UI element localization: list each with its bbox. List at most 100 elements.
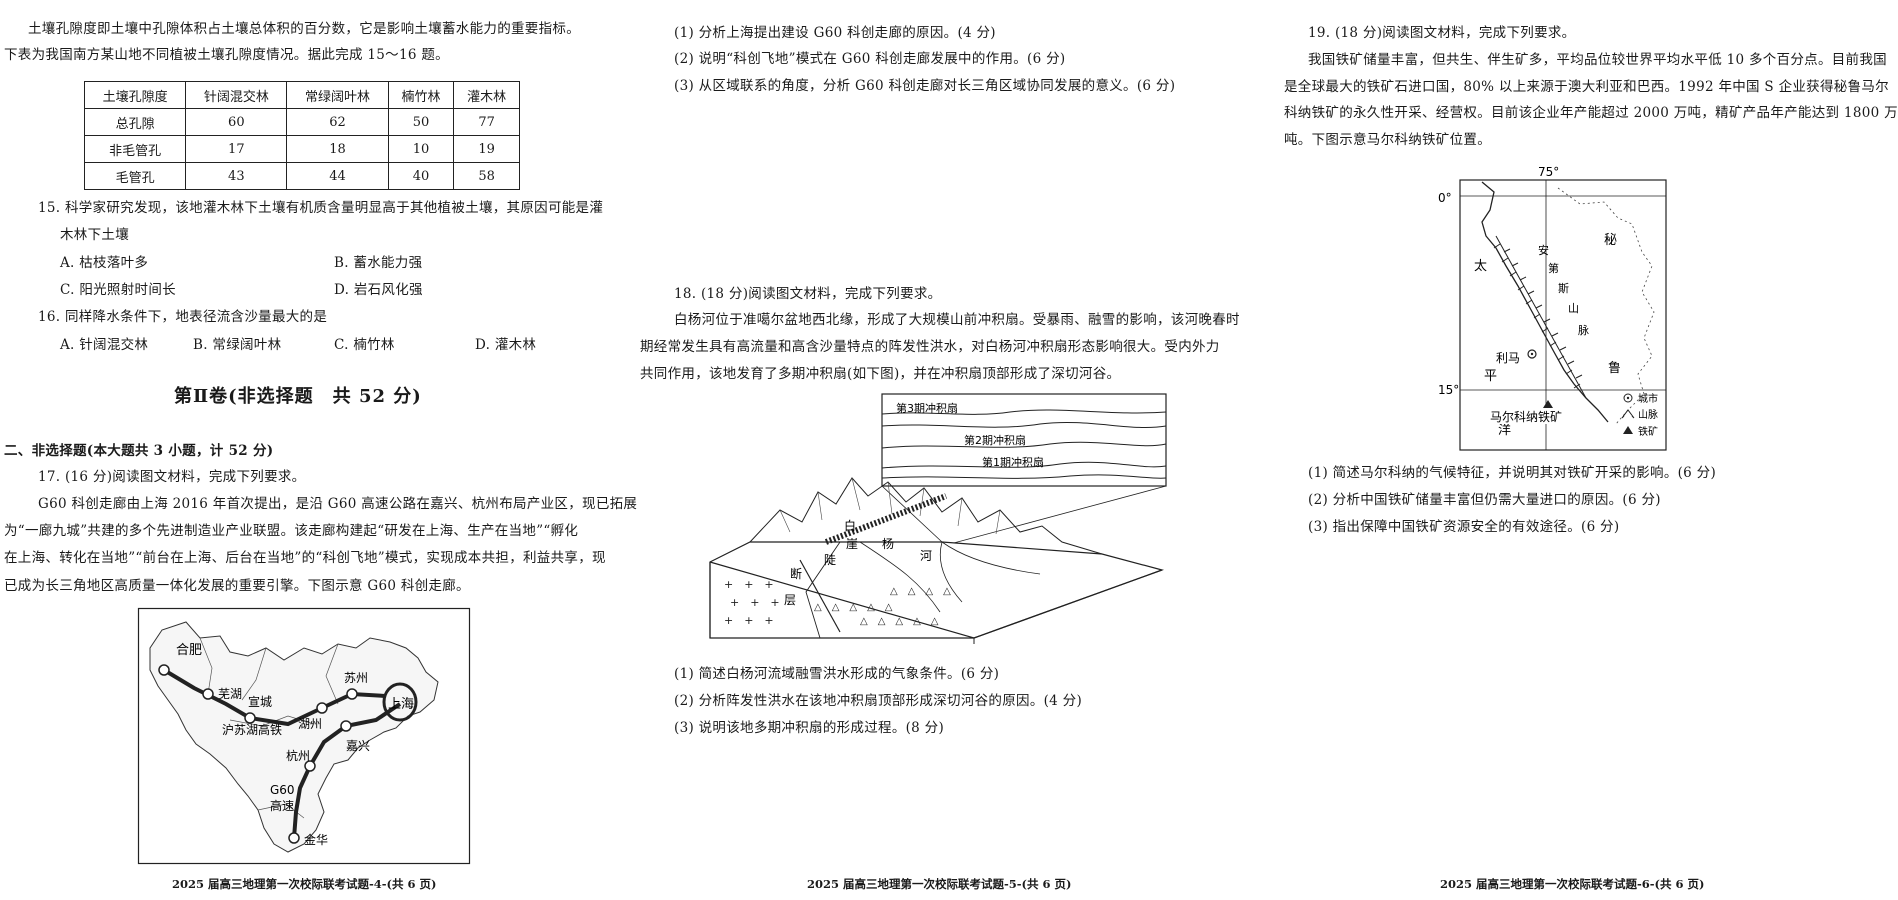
coastline — [1481, 181, 1609, 423]
q15-stem-2: 木林下土壤 — [60, 227, 129, 243]
table-cell: 60 — [185, 108, 288, 136]
table-cell: 17 — [185, 135, 288, 163]
q19-sub-2: (2) 分析中国铁矿储量丰富但仍需大量进口的原因。(6 分) — [1308, 492, 1661, 508]
table-cell: 18 — [286, 135, 389, 163]
q15-option-d: D. 岩石风化强 — [334, 282, 423, 298]
country-char: 鲁 — [1608, 361, 1621, 376]
q19-title: 19. (18 分)阅读图文材料，完成下列要求。 — [1308, 25, 1576, 41]
city-label: 宣城 — [248, 694, 272, 709]
q19-line-1: 我国铁矿储量丰富，但共生、伴生矿多，平均品位较世界平均水平低 10 多个百分点。… — [1308, 52, 1887, 68]
bai-label: 白 — [844, 518, 856, 533]
table-cell: 77 — [453, 108, 520, 136]
table-header-cell: 灌木林 — [453, 81, 520, 109]
ocean-char: 平 — [1484, 369, 1497, 384]
table-row: 非毛管孔 17 18 10 19 — [83, 135, 520, 163]
table-cell: 44 — [286, 162, 389, 190]
city-label: 金华 — [304, 832, 328, 847]
fan-3-label: 第3期冲积扇 — [896, 401, 958, 415]
q16-option-c: C. 楠竹林 — [334, 337, 395, 353]
andes-char: 脉 — [1578, 323, 1589, 337]
yang-label: 杨 — [882, 536, 894, 551]
peru-location-map: 75° 0° 15° 安 第 斯 山 脉 太 平 洋 秘 鲁 利马 马尔科纳铁矿… — [1438, 165, 1667, 451]
legend-mine: 铁矿 — [1638, 425, 1658, 438]
ocean-char: 太 — [1474, 259, 1487, 274]
q18-sub-2: (2) 分析阵发性洪水在该地冲积扇顶部形成深切河谷的原因。(4 分) — [674, 693, 1083, 709]
andes-char: 斯 — [1558, 282, 1569, 295]
table-header-cell: 针阔混交林 — [185, 81, 288, 109]
q16-option-a: A. 针阔混交林 — [60, 337, 149, 353]
page-6: 19. (18 分)阅读图文材料，完成下列要求。 我国铁矿储量丰富，但共生、伴生… — [1280, 0, 1898, 900]
table-cell: 50 — [387, 108, 455, 136]
iron-mine-icon — [1623, 426, 1633, 434]
q15-option-b: B. 蓄水能力强 — [334, 255, 423, 271]
section-title: 第Ⅱ卷(非选择题 共 52 分) — [174, 386, 422, 407]
table-row: 毛管孔 43 44 40 58 — [83, 162, 520, 190]
he-label: 河 — [920, 549, 932, 563]
lima-label: 利马 — [1496, 351, 1520, 365]
q17-line-2: 为“一廊九城”共建的多个先进制造业产业联盟。该走廊构建起“研发在上海、生产在当地… — [4, 523, 579, 539]
longitude-label: 75° — [1538, 165, 1559, 179]
table-cell: 43 — [185, 162, 288, 190]
table-row: 总孔隙 60 62 50 77 — [83, 108, 520, 136]
table-cell: 58 — [453, 162, 520, 190]
fan-2-label: 第2期冲积扇 — [964, 433, 1026, 447]
table-cell: 19 — [453, 135, 520, 163]
latitude-0-label: 0° — [1438, 191, 1452, 205]
gravel-pattern: △ △ △ △ △ △ △ △ △ △ △ △ △ △ — [814, 586, 951, 627]
q15-stem-1: 15. 科学家研究发现，该地灌木林下土壤有机质含量明显高于其他植被土壤，其原因可… — [38, 200, 604, 216]
page-footer: 2025 届高三地理第一次校际联考试题-4-(共 6 页) — [172, 877, 437, 891]
q17-line-3: 在上海、转化在当地”“前台在上海、后台在当地”的“科创飞地”模式，实现成本共担，… — [4, 550, 606, 566]
cross-section-inset — [881, 393, 1167, 487]
highway-label: G60 — [270, 783, 295, 797]
table-cell: 非毛管孔 — [83, 135, 187, 163]
legend-city: 城市 — [1638, 392, 1658, 405]
q18-line-2: 期经常发生具有高流量和高含沙量特点的阵发性洪水，对白杨河冲积扇形态影响很大。受内… — [640, 339, 1220, 355]
table-cell: 10 — [387, 135, 455, 163]
andes-char: 山 — [1568, 302, 1579, 315]
table-header-cell: 土壤孔隙度 — [83, 81, 187, 109]
q17-sub-1: (1) 分析上海提出建设 G60 科创走廊的原因。(4 分) — [674, 25, 996, 41]
city-label: 合肥 — [176, 643, 202, 658]
ceng-label: 层 — [784, 593, 796, 607]
andes-char: 第 — [1548, 261, 1559, 275]
intro-line-2: 下表为我国南方某山地不同植被土壤孔隙度情况。据此完成 15～16 题。 — [4, 47, 449, 63]
q18-line-1: 白杨河位于准噶尔盆地西北缘，形成了大规模山前冲积扇。受暴雨、融雪的影响，该河晚春… — [674, 312, 1240, 328]
table-cell: 毛管孔 — [83, 162, 187, 190]
svg-text:+ + +: + + + — [730, 596, 780, 609]
q18-sub-1: (1) 简述白杨河流域融雪洪水形成的气象条件。(6 分) — [674, 666, 1000, 682]
highway-label: 高速 — [270, 798, 294, 813]
table-header-cell: 楠竹林 — [387, 81, 455, 109]
g60-highway — [292, 702, 402, 839]
page-footer: 2025 届高三地理第一次校际联考试题-6-(共 6 页) — [1440, 877, 1705, 891]
q19-line-4: 吨。下图示意马尔科纳铁矿位置。 — [1284, 132, 1491, 148]
bedrock-pattern: + + + + + + + + + — [724, 578, 780, 627]
ocean-char: 洋 — [1498, 423, 1511, 438]
city-label: 杭州 — [286, 748, 310, 763]
map-legend: 城市 山脉 铁矿 — [1621, 392, 1658, 438]
q18-line-3: 共同作用，该地发育了多期冲积扇(如下图)，并在冲积扇顶部形成了深切河谷。 — [640, 366, 1121, 382]
latitude-15-label: 15° — [1438, 383, 1459, 397]
q15-option-a: A. 枯枝落叶多 — [60, 255, 149, 271]
q17-sub-2: (2) 说明“科创飞地”模式在 G60 科创走廊发展中的作用。(6 分) — [674, 51, 1066, 67]
ya-label: 崖 — [846, 537, 858, 551]
iron-mine-marker — [1543, 400, 1553, 408]
city-label: 上海 — [388, 697, 414, 712]
q19-line-2: 是全球最大的铁矿石进口国，80% 以上来源于澳大利亚和巴西。1992 年中国 S… — [1284, 79, 1889, 95]
q15-option-c: C. 阳光照射时间长 — [60, 282, 176, 298]
svg-text:+ + +: + + + — [724, 614, 774, 627]
legend-mountain: 山脉 — [1638, 408, 1658, 421]
q16-option-b: B. 常绿阔叶林 — [193, 337, 282, 353]
q19-line-3: 科纳铁矿的永久性开采、经营权。目前该企业年产能超过 2000 万吨，精矿产品年产… — [1284, 105, 1898, 121]
q19-sub-1: (1) 简述马尔科纳的气候特征，并说明其对铁矿开采的影响。(6 分) — [1308, 465, 1717, 481]
city-label: 芜湖 — [218, 686, 242, 701]
mine-label: 马尔科纳铁矿 — [1490, 409, 1562, 424]
svg-text:△ △ △ △: △ △ △ △ — [890, 586, 951, 597]
city-label: 湖州 — [298, 716, 322, 731]
q18-title: 18. (18 分)阅读图文材料，完成下列要求。 — [674, 286, 942, 302]
q16-stem: 16. 同样降水条件下，地表径流含沙量最大的是 — [38, 309, 328, 325]
svg-text:△ △ △ △ △: △ △ △ △ △ — [860, 616, 939, 627]
alluvial-fan-diagram: 第3期冲积扇 第2期冲积扇 第1期冲积扇 + + + + + + + + + △… — [709, 393, 1167, 644]
svg-text:△ △ △ △ △: △ △ △ △ △ — [814, 602, 893, 613]
city-label: 嘉兴 — [346, 739, 370, 753]
q17-line-4: 已成为长三角地区高质量一体化发展的重要引擎。下图示意 G60 科创走廊。 — [4, 578, 470, 594]
